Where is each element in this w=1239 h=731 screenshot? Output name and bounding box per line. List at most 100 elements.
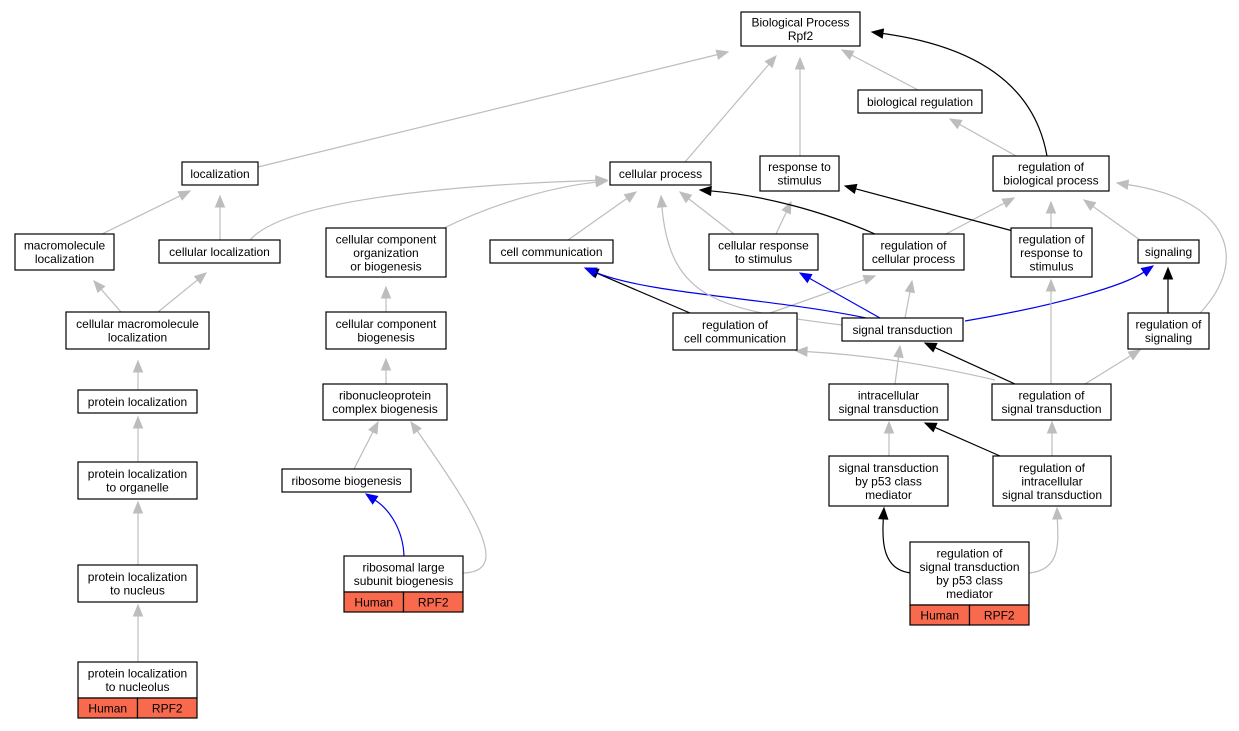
go-term-node[interactable]: protein localization	[77, 389, 198, 414]
edge-line	[594, 271, 881, 322]
arrowhead-icon	[132, 415, 144, 429]
arrowhead-icon	[715, 49, 730, 60]
node-label: regulation of	[1019, 461, 1086, 475]
arrowhead-icon	[794, 346, 808, 357]
go-term-node[interactable]: biological regulation	[857, 89, 983, 114]
edge-line	[882, 32, 1048, 157]
node-label: signal transduction	[1001, 402, 1101, 416]
edge-is-a	[1082, 199, 1141, 241]
arrowhead-icon	[177, 190, 192, 201]
edge-is-a	[353, 420, 379, 470]
arrowhead-icon	[862, 274, 877, 285]
edge-line	[945, 202, 1005, 235]
edge-is-a	[1115, 179, 1227, 314]
arrowhead-icon	[794, 56, 806, 70]
go-term-node[interactable]: ribosome biogenesis	[281, 468, 412, 493]
edge-line	[353, 431, 374, 470]
node-label: complex biogenesis	[332, 402, 437, 416]
arrowhead-icon	[1045, 278, 1057, 292]
node-label: cellular response	[718, 239, 809, 253]
go-term-node[interactable]: cellular localization	[158, 239, 281, 264]
go-term-node[interactable]: cellular process	[609, 161, 712, 186]
node-box	[281, 468, 412, 493]
go-term-node[interactable]: signal transduction	[841, 317, 964, 342]
annotation-species: Human	[920, 608, 959, 622]
edge-is-a	[132, 359, 144, 390]
annotation-gene: RPF2	[418, 595, 449, 609]
edge-line	[596, 272, 691, 314]
arrowhead-icon	[595, 177, 609, 188]
edge-is-a	[883, 420, 895, 456]
go-term-node[interactable]: localization	[181, 161, 259, 186]
node-label: signaling	[1145, 331, 1192, 345]
node-box	[740, 11, 861, 47]
node-label: regulation of	[880, 239, 947, 253]
edge-is-a	[410, 420, 487, 574]
arrowhead-icon	[132, 603, 144, 617]
node-label: Biological Process	[751, 16, 849, 30]
arrowhead-icon	[1052, 506, 1063, 520]
edge-is-a	[678, 191, 735, 235]
edge-regulates	[698, 185, 876, 235]
edge-line	[775, 211, 787, 235]
node-box	[862, 233, 965, 271]
arrowhead-icon	[840, 49, 855, 60]
edge-line	[567, 197, 628, 241]
edge-line	[157, 279, 198, 313]
node-label: cell communication	[684, 332, 786, 346]
arrowhead-icon	[656, 194, 668, 208]
edge-is-a	[1046, 420, 1058, 456]
go-term-node[interactable]: cell communication	[489, 239, 614, 264]
node-label: protein localization	[88, 467, 187, 481]
node-label: signaling	[1145, 245, 1192, 259]
go-term-node[interactable]: signaling	[1137, 239, 1200, 264]
node-box	[325, 311, 447, 350]
node-label: stimulus	[1029, 259, 1073, 273]
edge-is-a	[132, 603, 144, 662]
arrowhead-icon	[1001, 197, 1016, 209]
node-label: biological process	[1003, 174, 1098, 188]
edge-is-a	[945, 197, 1016, 235]
edge-is-a	[101, 190, 192, 235]
edge-is-a	[840, 49, 919, 91]
arrowhead-icon	[878, 506, 889, 520]
arrowhead-icon	[923, 422, 938, 433]
annotation-cell	[402, 591, 464, 613]
edge-is-a	[380, 357, 392, 384]
node-label: signal transduction	[838, 461, 938, 475]
arrowhead-icon	[923, 342, 938, 353]
node-box	[992, 155, 1110, 192]
edge-is-a	[380, 285, 392, 312]
node-box	[181, 161, 259, 186]
edge-is-a	[1045, 278, 1057, 384]
edge-line	[100, 288, 122, 313]
node-label: cell communication	[500, 245, 602, 259]
edge-is-a	[93, 280, 122, 313]
arrowhead-icon	[364, 493, 379, 505]
node-box	[1137, 239, 1200, 264]
edge-is-a	[1045, 200, 1057, 228]
